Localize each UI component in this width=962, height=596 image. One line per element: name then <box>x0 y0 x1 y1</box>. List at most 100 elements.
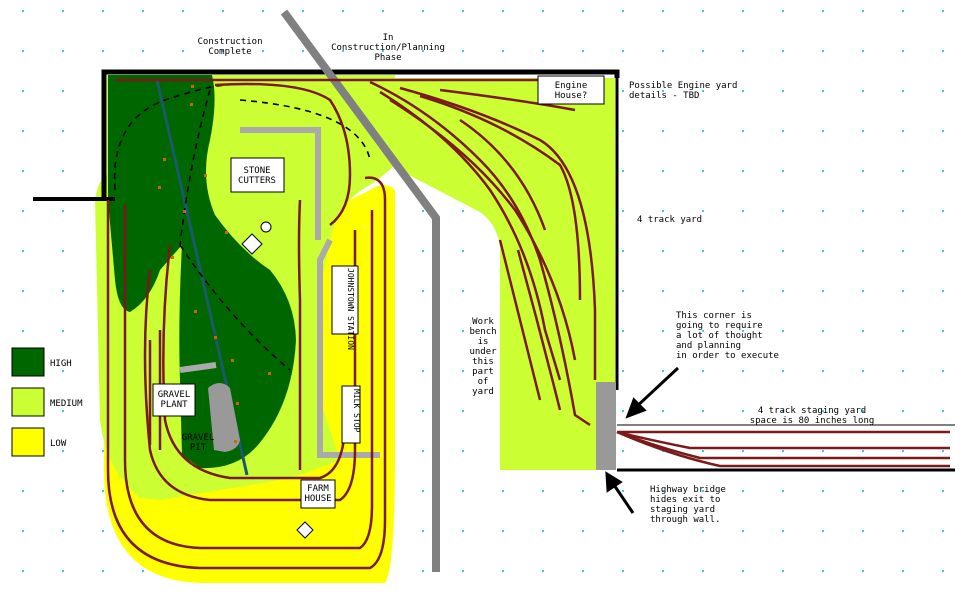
stone-cutters-box <box>230 157 285 193</box>
grid-dot <box>702 370 704 372</box>
road-gravel <box>179 362 217 373</box>
grid-dot <box>62 170 64 172</box>
grid-dot <box>582 570 584 572</box>
grid-dot <box>702 250 704 252</box>
highway-bridge <box>596 382 616 470</box>
grid-dot <box>822 170 824 172</box>
grid-dot <box>422 10 424 12</box>
grid-dot <box>62 210 64 212</box>
work-bench-line: yard <box>472 387 494 397</box>
legend-swatch-high <box>11 347 45 377</box>
grid-dot <box>782 210 784 212</box>
grid-dot <box>742 90 744 92</box>
grid-dot <box>142 10 144 12</box>
hidden-track-3 <box>179 244 291 371</box>
grid-dot <box>862 450 864 452</box>
grid-dot <box>782 450 784 452</box>
johnstown-station-label: JOHNSTOWN STATION <box>346 268 355 350</box>
grid-dot <box>422 370 424 372</box>
grid-dot <box>102 570 104 572</box>
grid-dot <box>662 210 664 212</box>
grid-dot <box>462 210 464 212</box>
grid-dot <box>822 570 824 572</box>
grid-dot <box>62 10 64 12</box>
highway-bridge-line: staging yard <box>650 505 715 515</box>
grid-dot <box>62 450 64 452</box>
grid-dot <box>942 210 944 212</box>
corner-arrow <box>633 366 680 410</box>
grid-dot <box>22 490 24 492</box>
grid-dot <box>782 490 784 492</box>
legend-swatch-medium <box>11 387 45 417</box>
grid-dot <box>862 250 864 252</box>
grid-dot <box>662 170 664 172</box>
grid-dot <box>502 530 504 532</box>
grid-dot <box>942 250 944 252</box>
feature-diamond-1 <box>241 233 263 255</box>
grid-dot <box>862 50 864 52</box>
grid-dot <box>942 450 944 452</box>
grid-dot <box>62 490 64 492</box>
legend-label-low: LOW <box>50 439 67 449</box>
engine-house-line: Engine <box>555 81 588 91</box>
grid-dot <box>102 530 104 532</box>
grid-dot <box>782 530 784 532</box>
grid-dot <box>702 330 704 332</box>
grid-dot <box>902 450 904 452</box>
grid-dot <box>542 490 544 492</box>
grid-dot <box>662 370 664 372</box>
corner-note-line: going to require <box>676 321 763 331</box>
hidden-track-2 <box>239 99 371 161</box>
grid-dot <box>582 530 584 532</box>
grid-dot <box>622 290 624 292</box>
grid-dot <box>742 50 744 52</box>
grid-dot <box>862 570 864 572</box>
grid-dot <box>22 130 24 132</box>
grid-dot <box>662 410 664 412</box>
grid-dot <box>622 450 624 452</box>
grid-dot <box>702 50 704 52</box>
work-bench-line: Work <box>472 317 494 327</box>
engine-house-box <box>537 75 605 105</box>
grid-dot <box>422 410 424 412</box>
grid-dot <box>102 50 104 52</box>
grid-dot <box>942 530 944 532</box>
grid-dot <box>902 410 904 412</box>
corner-note-line: and planning <box>676 341 741 351</box>
grid-dot <box>22 290 24 292</box>
grid-dot <box>422 50 424 52</box>
grid-dot <box>902 490 904 492</box>
grid-dot <box>622 250 624 252</box>
grid-dot <box>142 570 144 572</box>
grid-dot <box>622 50 624 52</box>
corner-note-line: in order to execute <box>676 351 779 361</box>
grid-dot <box>782 10 784 12</box>
grid-dot <box>422 330 424 332</box>
work-bench-line: of <box>478 377 489 387</box>
grid-dot <box>902 570 904 572</box>
grid-dot <box>702 410 704 412</box>
grid-dot <box>102 10 104 12</box>
gravel-pit-area <box>208 383 240 452</box>
grid-dot <box>782 250 784 252</box>
grid-dot <box>822 410 824 412</box>
grid-dot <box>822 10 824 12</box>
grid-dot <box>22 10 24 12</box>
grid-dot <box>862 210 864 212</box>
grid-dot <box>862 130 864 132</box>
grid-dot <box>262 10 264 12</box>
grid-dot <box>62 90 64 92</box>
grid-dot <box>902 250 904 252</box>
in-construction-line: In <box>383 33 394 43</box>
stone-cutters-line: CUTTERS <box>238 176 276 186</box>
grid-dot <box>662 250 664 252</box>
grid-dot <box>782 50 784 52</box>
grid-dot <box>742 570 744 572</box>
grid-dot <box>902 290 904 292</box>
four-track-yard-label: 4 track yard <box>637 215 702 225</box>
